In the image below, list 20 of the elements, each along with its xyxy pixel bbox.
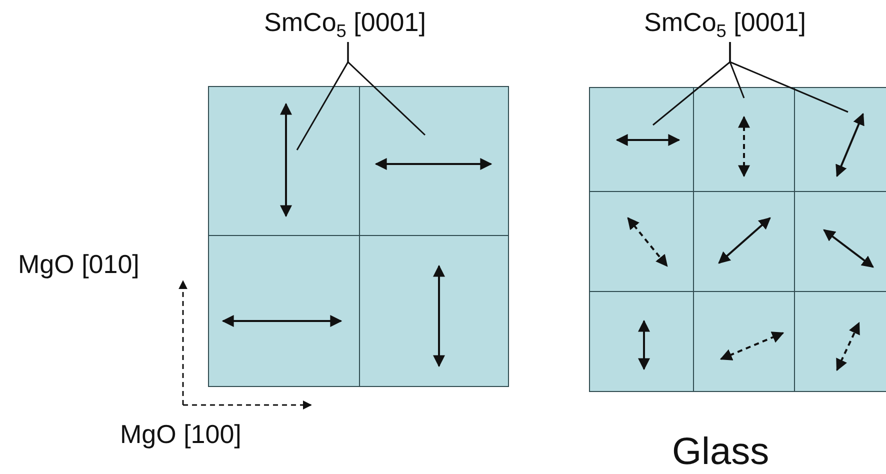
axis-label: SmCo$_{5}$ [0001] (644, 7, 806, 37)
axis-label: MgO [010] (18, 250, 140, 279)
leader-line (347, 42, 426, 136)
caption: Glass (672, 432, 770, 474)
grain-cell (359, 235, 509, 387)
leader-line (729, 42, 848, 113)
grain-cell (794, 87, 886, 193)
axis-label: MgO [100] (120, 420, 242, 449)
grain-cell (359, 86, 509, 237)
grain-cell (589, 87, 695, 193)
grain-cell (693, 291, 796, 392)
grain-cell (208, 235, 361, 387)
grain-cell (693, 87, 796, 193)
grain-cell (589, 191, 695, 293)
grain-cell (589, 291, 695, 392)
axis-label: SmCo$_{5}$ [0001] (264, 7, 426, 37)
grain-cell (693, 191, 796, 293)
grain-cell (794, 191, 886, 293)
grain-cell (794, 291, 886, 392)
grain-cell (208, 86, 361, 237)
